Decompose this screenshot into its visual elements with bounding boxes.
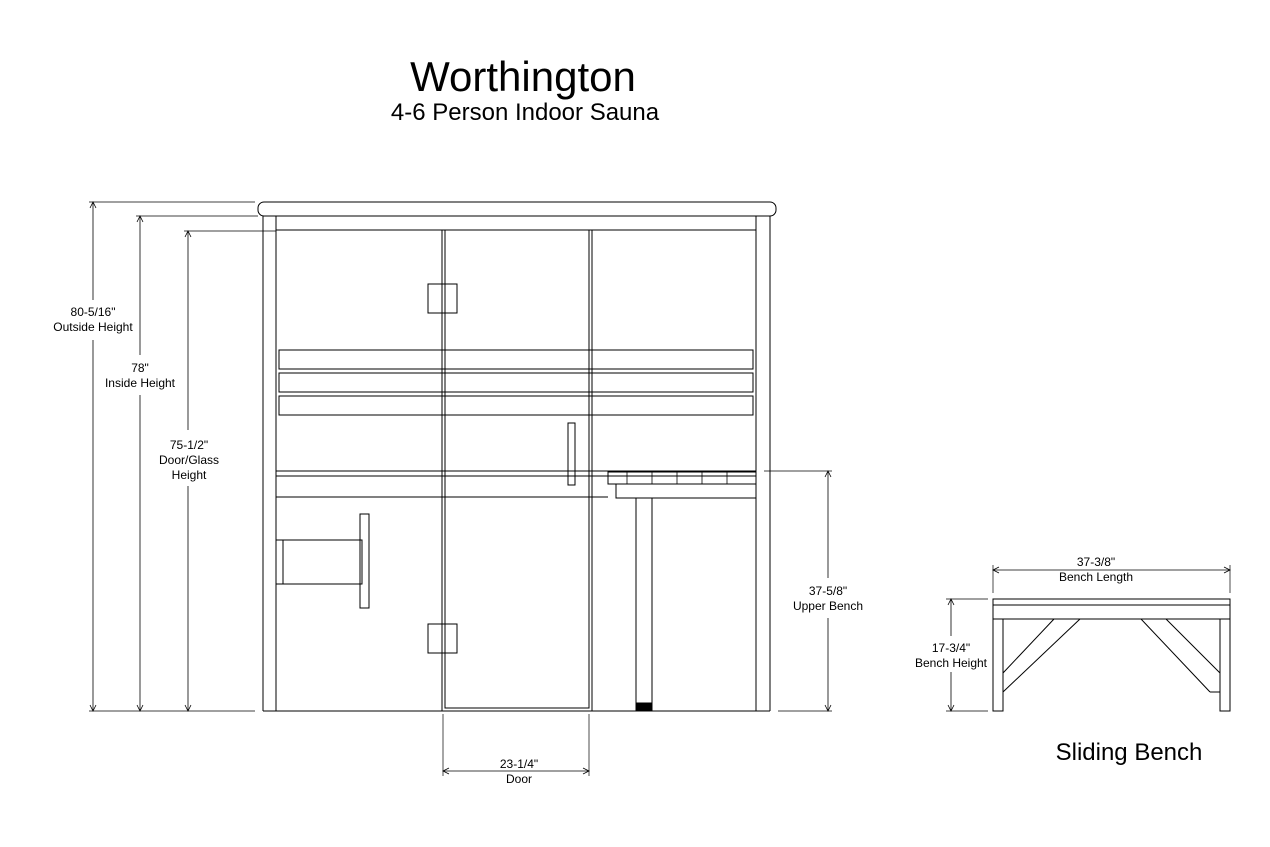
lower-hinge xyxy=(427,623,458,654)
door-glass-height-label-1: Door/Glass xyxy=(159,453,219,467)
heater-body xyxy=(359,513,370,609)
inside-height-dimension: 78" Inside Height xyxy=(105,215,258,712)
page-subtitle: 4-6 Person Indoor Sauna xyxy=(391,99,660,126)
bench-height-dimension: 17-3/4" Bench Height xyxy=(915,598,988,712)
upper-bench-top xyxy=(607,471,757,485)
bench-length-dimension: 37-3/8" Bench Length xyxy=(992,555,1231,593)
door-glass-height-value: 75-1/2" xyxy=(170,438,208,452)
roof-cap xyxy=(257,201,777,217)
page-title: Worthington xyxy=(410,53,636,100)
door-glass-height-label-2: Height xyxy=(172,468,207,482)
outside-height-dimension: 80-5/16" Outside Height xyxy=(53,201,255,712)
backrest-screws xyxy=(308,368,722,393)
inside-height-label: Inside Height xyxy=(105,376,176,390)
upper-bench-dimension: 37-5/8" Upper Bench xyxy=(764,470,863,712)
upper-bench-apron xyxy=(615,483,757,499)
sliding-bench-right-leg xyxy=(1219,618,1231,712)
heater-guard xyxy=(275,539,363,585)
bench-length-value: 37-3/8" xyxy=(1077,555,1115,569)
sliding-bench-apron xyxy=(992,604,1231,620)
upper-bench-value: 37-5/8" xyxy=(809,584,847,598)
upper-hinge xyxy=(427,283,458,314)
outside-height-value: 80-5/16" xyxy=(71,305,116,319)
door-width-dimension: 23-1/4" Door xyxy=(442,714,590,786)
door-width-label: Door xyxy=(506,772,532,786)
outside-height-label: Outside Height xyxy=(53,320,133,334)
backrest-slat-2 xyxy=(278,372,754,393)
top-rail xyxy=(275,215,757,231)
heater-inner xyxy=(282,539,363,585)
upper-bench-slats xyxy=(626,472,728,484)
upper-bench-leg-foot xyxy=(635,702,653,712)
sauna-front-view xyxy=(257,201,777,712)
door-frame xyxy=(444,229,590,709)
sliding-bench-top xyxy=(992,598,1231,606)
upper-bench-label: Upper Bench xyxy=(793,599,863,613)
door-handle[interactable] xyxy=(567,422,576,486)
sliding-bench-view xyxy=(992,598,1231,712)
backrest-slat-1 xyxy=(278,349,754,370)
bench-height-value: 17-3/4" xyxy=(932,641,970,655)
bench-length-label: Bench Length xyxy=(1059,570,1133,584)
bench-height-label: Bench Height xyxy=(915,656,988,670)
door-width-value: 23-1/4" xyxy=(500,757,538,771)
inside-height-value: 78" xyxy=(131,361,149,375)
door-glass-height-dimension: 75-1/2" Door/Glass Height xyxy=(159,230,276,712)
upper-bench-leg xyxy=(635,497,653,711)
backrest-slat-3 xyxy=(278,395,754,416)
sliding-bench-left-leg xyxy=(992,618,1004,712)
sliding-bench-title: Sliding Bench xyxy=(1056,739,1203,766)
